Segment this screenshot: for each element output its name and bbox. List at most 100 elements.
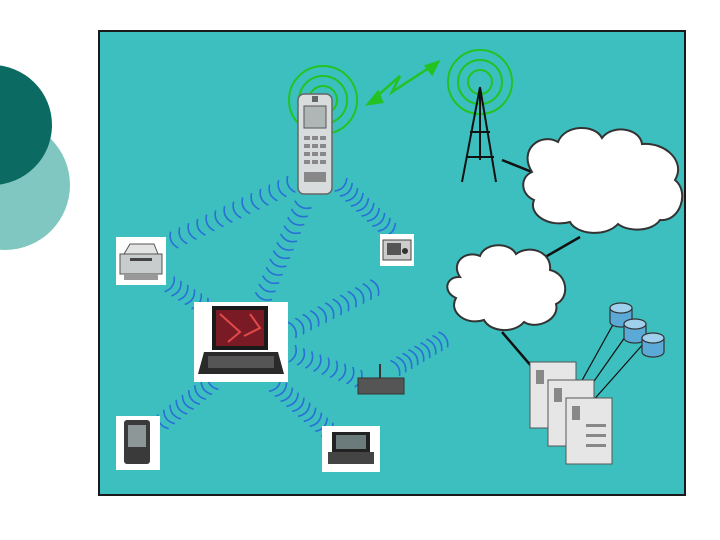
wireless-wave-arc <box>241 197 251 215</box>
slide-decoration <box>0 65 70 250</box>
wireless-wave-arc <box>290 208 309 218</box>
radio-link-bolt <box>364 59 441 106</box>
wireless-wave-arc <box>339 182 353 197</box>
wireless-wave-arc <box>283 225 301 235</box>
wireless-wave-arc <box>177 284 189 301</box>
wireless-wave-arc <box>426 338 437 355</box>
wireless-wave-arc <box>274 382 288 398</box>
wireless-wave-arc <box>294 200 312 210</box>
wireless-wave-arc <box>309 412 323 428</box>
database-icon <box>609 302 665 358</box>
wireless-wave-arc <box>334 177 348 192</box>
wireless-wave-arc <box>303 407 317 423</box>
wireless-wave-arc <box>288 344 297 363</box>
wireless-wave-arc <box>280 387 294 403</box>
wireless-wave-arc <box>297 402 311 418</box>
wireless-wave-arc <box>329 360 339 379</box>
wireless-wave-arc <box>164 276 176 293</box>
wireless-wave-arc <box>362 282 372 300</box>
wireless-wave-arc <box>354 286 365 304</box>
wireless-wave-arc <box>261 275 280 285</box>
wireless-wave-arc <box>402 352 413 369</box>
wireless-wave-arc <box>432 334 443 352</box>
wireless-wave-arc <box>332 298 342 316</box>
wireless-wave-arc <box>294 317 305 335</box>
wireless-wave-arc <box>254 291 273 301</box>
wireless-network-diagram <box>98 30 686 496</box>
wireless-wave-arc <box>366 207 380 222</box>
wireless-wave-arc <box>287 216 305 226</box>
wireless-wave-arc <box>187 389 201 405</box>
wireless-wave-arc <box>187 223 197 241</box>
link-cloud-servers <box>501 331 533 368</box>
wireless-wave-arc <box>302 313 312 331</box>
wireless-wave-arc <box>205 214 215 232</box>
printer-icon <box>116 237 166 285</box>
wireless-wave-arc <box>286 175 296 194</box>
wireless-wave-arc <box>438 331 449 348</box>
wireless-wave-arc <box>377 217 391 232</box>
wireless-wave-arc <box>390 359 401 377</box>
wireless-wave-arc <box>250 193 260 211</box>
wireless-wave-arc <box>396 356 407 373</box>
wireless-wave-arc <box>286 392 299 408</box>
wireless-wave-arc <box>194 385 207 401</box>
mobile-phone-icon <box>297 93 333 195</box>
wireless-wave-arc <box>175 399 188 415</box>
wireless-wave-arc <box>346 366 355 385</box>
wireless-wave-arc <box>269 258 287 268</box>
wireless-wave-arc <box>420 341 431 359</box>
wireless-wave-arc <box>178 227 188 245</box>
wireless-wave-arc <box>163 409 176 425</box>
camera-icon <box>380 234 414 266</box>
wireless-wave-arc <box>339 294 350 312</box>
wireless-wave-arc <box>304 351 314 369</box>
wireless-wave-arc <box>196 218 206 236</box>
wireless-wave-arc <box>292 397 305 413</box>
wireless-wave-arc <box>268 184 278 202</box>
wireless-wave-arc <box>169 404 182 420</box>
server-rack-icon <box>529 361 613 465</box>
wireless-wave-arc <box>272 250 291 260</box>
wireless-wave-arc <box>259 188 269 206</box>
laptop-icon <box>194 302 288 382</box>
wireless-wave-arc <box>347 290 357 308</box>
wireless-wave-arc <box>277 180 287 198</box>
handheld-pc-icon <box>322 426 380 472</box>
accent-circle-dark <box>0 65 52 185</box>
wireless-wave-arc <box>296 347 306 366</box>
wireless-wave-arc <box>232 201 242 219</box>
wireless-wave-arc <box>317 305 327 323</box>
wireless-wave-arc <box>276 241 294 251</box>
wireless-wave-arc <box>200 380 213 396</box>
access-point-icon <box>357 364 405 395</box>
wireless-wave-arc <box>169 231 179 249</box>
cloud-icon <box>446 244 566 331</box>
wireless-wave-arc <box>414 345 425 362</box>
antenna-tower-icon <box>461 86 497 183</box>
wireless-wave-arc <box>214 210 224 228</box>
wireless-wave-arc <box>181 394 194 410</box>
wireless-wave-arc <box>356 197 370 212</box>
pda-icon <box>116 416 160 470</box>
wireless-wave-arc <box>369 279 380 297</box>
wireless-wave-arc <box>408 349 419 366</box>
wireless-wave-arc <box>321 357 330 376</box>
link-servers-db-3 <box>589 341 646 405</box>
wireless-wave-arc <box>258 283 276 293</box>
link-tower-cloud <box>501 158 533 174</box>
wireless-wave-arc <box>265 266 284 276</box>
wireless-wave-arc <box>287 321 297 339</box>
wireless-wave-arc <box>350 192 364 207</box>
wireless-wave-arc <box>345 187 359 202</box>
wireless-wave-arc <box>324 302 335 320</box>
wireless-wave-arc <box>184 289 196 306</box>
wireless-wave-arc <box>313 354 322 372</box>
wireless-wave-arc <box>223 205 233 224</box>
cloud-icon <box>522 126 684 234</box>
wireless-wave-arc <box>337 363 347 382</box>
wireless-wave-arc <box>372 212 386 227</box>
wireless-wave-arc <box>171 280 182 297</box>
wireless-wave-arc <box>309 309 320 327</box>
wireless-wave-arc <box>361 202 375 217</box>
